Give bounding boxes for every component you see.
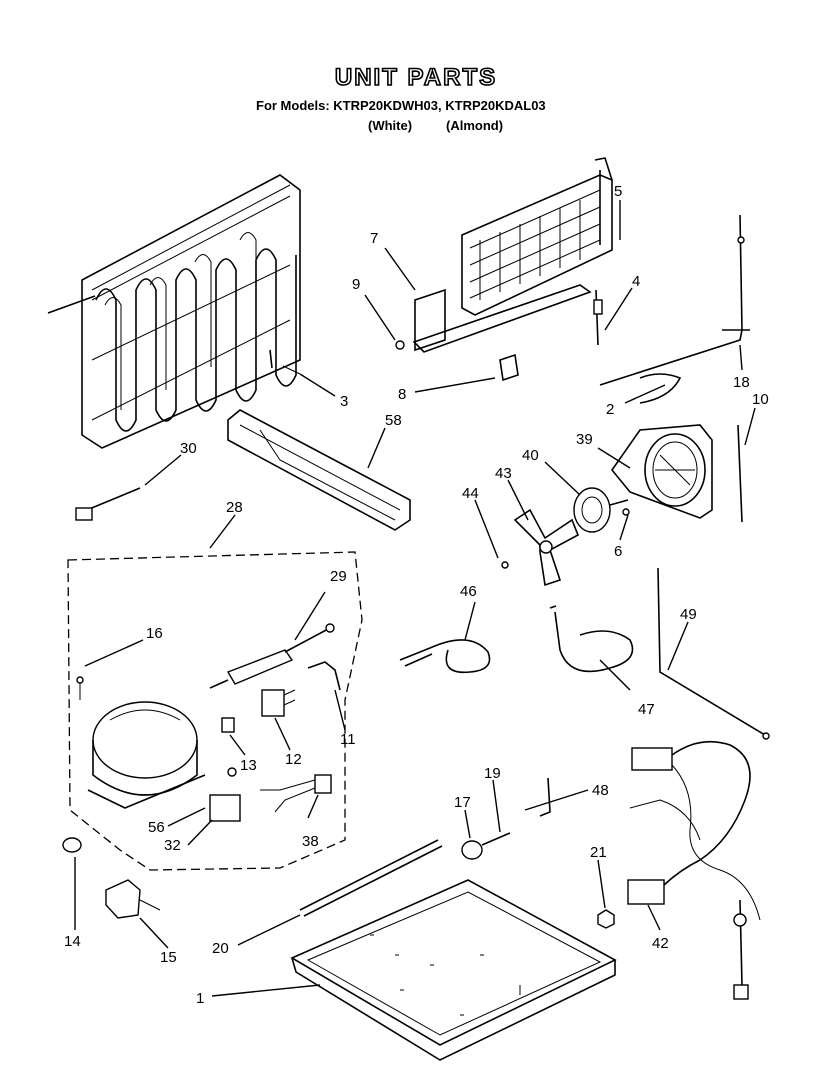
part-condenser-coil	[47, 174, 301, 449]
callout-46: 46	[460, 583, 477, 600]
color-white: (White)	[368, 118, 413, 133]
diagram-title: UNIT PARTS	[334, 63, 498, 92]
callout-10: 10	[752, 391, 769, 408]
callout-13: 13	[240, 757, 257, 774]
callout-5: 5	[614, 183, 622, 200]
callout-19: 18	[733, 374, 750, 391]
part-nut	[597, 909, 615, 929]
leader-lines	[74, 200, 756, 997]
callout-47: 47	[638, 701, 655, 718]
callout-39: 39	[576, 431, 593, 448]
callout-8: 8	[398, 386, 406, 403]
callout-7: 7	[370, 230, 378, 247]
models-line: For Models: KTRP20KDWH03, KTRP20KDAL03	[256, 98, 546, 113]
compressor-kit-outline	[67, 551, 363, 871]
part-roller	[461, 832, 511, 860]
callout-48: 48	[592, 782, 609, 799]
callout-1: 1	[196, 990, 204, 1007]
callout-42: 42	[652, 935, 669, 952]
callout-20: 20	[212, 940, 229, 957]
color-almond: (Almond)	[446, 118, 504, 133]
callout-18: 19	[484, 765, 501, 782]
part-grommet	[62, 837, 82, 853]
callout-44: 44	[462, 485, 479, 502]
part-wiring-harness	[627, 740, 761, 1000]
part-defrost-tubing	[593, 214, 750, 523]
part-tube-coil	[399, 639, 491, 674]
part-overload	[209, 767, 332, 822]
part-evaporator	[461, 157, 613, 316]
part-compressor	[76, 676, 206, 809]
callout-4: 4	[632, 273, 640, 290]
callout-numbers: 3 7 9 8 5 4 2 18 10 58 30 28 39 40 43 44…	[64, 183, 769, 1007]
part-capacitor	[209, 623, 335, 689]
callout-58: 58	[385, 412, 402, 429]
callout-2: 2	[606, 401, 614, 418]
callout-40: 40	[522, 447, 539, 464]
callout-38: 38	[302, 833, 319, 850]
callout-12: 12	[285, 751, 302, 768]
callout-17: 17	[454, 794, 471, 811]
part-tube-long	[657, 567, 770, 740]
callout-15: 15	[160, 949, 177, 966]
callout-11: 11	[340, 731, 356, 748]
callout-29: 29	[330, 568, 347, 585]
part-drain-trough	[227, 409, 411, 531]
callout-6: 6	[614, 543, 622, 560]
callout-30: 30	[180, 440, 197, 457]
part-fan-motor	[573, 487, 629, 533]
part-fan-shroud	[610, 424, 713, 519]
callout-28: 28	[226, 499, 243, 516]
part-base-pan	[290, 879, 617, 1061]
part-connector	[75, 487, 141, 521]
callout-56: 56	[148, 819, 165, 836]
callout-32: 32	[164, 837, 181, 854]
part-rod	[299, 839, 443, 917]
callout-21: 21	[590, 844, 607, 861]
callout-16: 16	[146, 625, 163, 642]
callout-3: 3	[340, 393, 348, 410]
callout-49: 49	[680, 606, 697, 623]
callout-43: 43	[495, 465, 512, 482]
callout-9: 9	[352, 276, 360, 293]
part-fan-blade	[501, 508, 630, 587]
callout-14: 14	[64, 933, 81, 950]
part-evaporator-bracket	[395, 284, 592, 382]
part-clip	[539, 777, 551, 817]
part-relay	[221, 661, 341, 733]
part-mount-bracket	[105, 879, 161, 919]
part-tube-loop	[549, 605, 634, 673]
